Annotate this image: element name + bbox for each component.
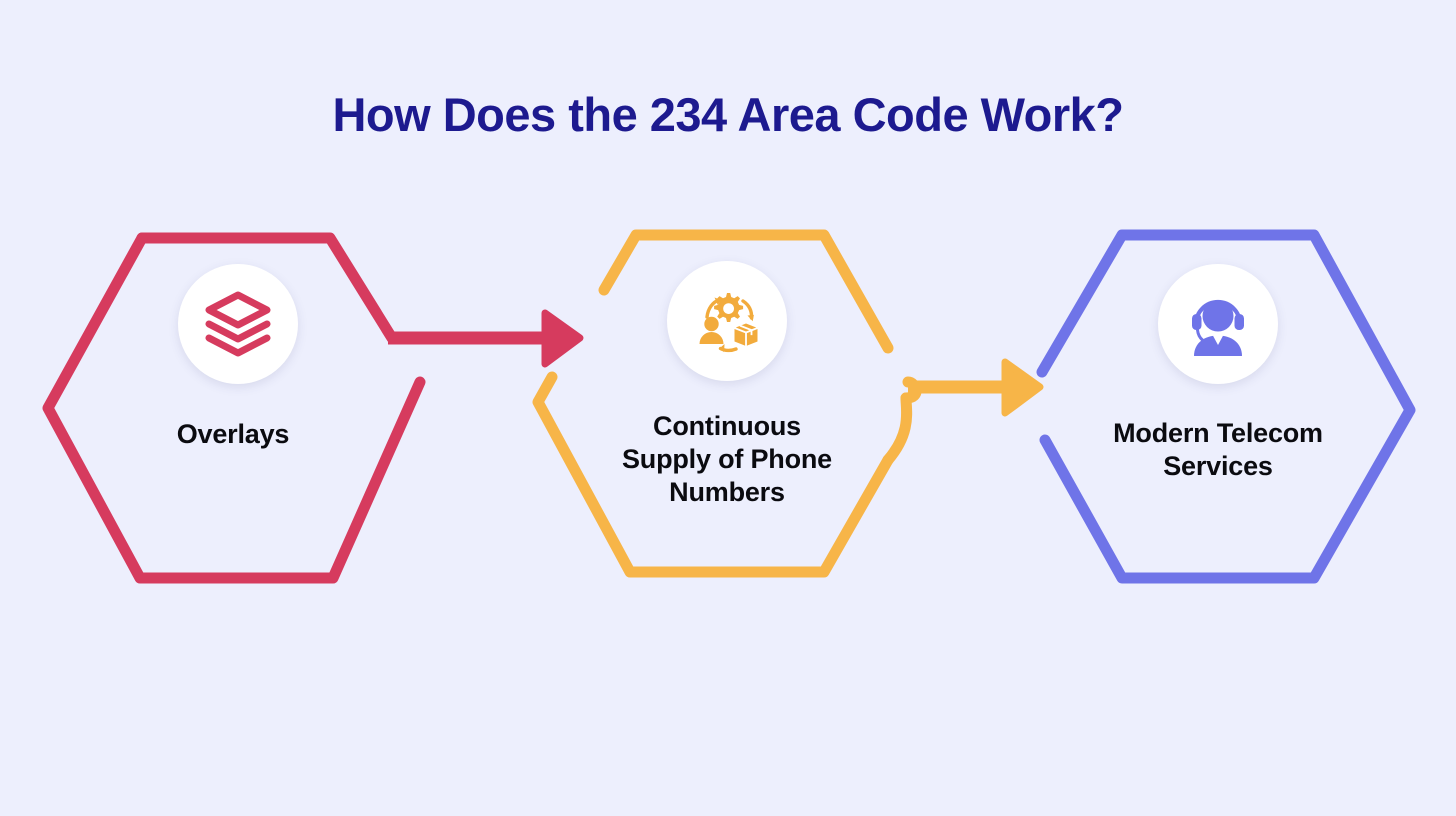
continuous-supply-label-line3: Numbers bbox=[669, 476, 785, 507]
hexagon-supply-vertex-curve bbox=[882, 392, 913, 466]
page-title: How Does the 234 Area Code Work? bbox=[332, 88, 1124, 141]
supply-chain-icon bbox=[699, 293, 758, 353]
connector-arrow-supply-to-telecom bbox=[908, 358, 1044, 417]
connector-arrow-2-head bbox=[1001, 358, 1044, 417]
overlays-label: Overlays bbox=[176, 419, 290, 449]
continuous-supply-label-line2: Supply of Phone bbox=[622, 443, 832, 474]
modern-telecom-label-line2: Services bbox=[1163, 450, 1273, 481]
continuous-supply-label-line1: Continuous bbox=[653, 411, 801, 441]
supply-chain-icon-badge bbox=[667, 261, 787, 381]
hexagon-supply-vertex-stub bbox=[900, 376, 922, 404]
layers-icon bbox=[205, 291, 271, 357]
headset-agent-icon-badge bbox=[1158, 264, 1278, 384]
modern-telecom-label: Modern Telecom Services bbox=[1058, 417, 1378, 483]
headset-agent-icon bbox=[1192, 299, 1244, 356]
modern-telecom-label-line1: Modern Telecom bbox=[1113, 418, 1323, 448]
overlays-icon-badge bbox=[178, 264, 298, 384]
continuous-supply-label: Continuous Supply of Phone Numbers bbox=[572, 410, 882, 509]
connector-arrow-1-head bbox=[541, 309, 584, 368]
connector-arrow-overlays-to-supply bbox=[388, 309, 584, 368]
